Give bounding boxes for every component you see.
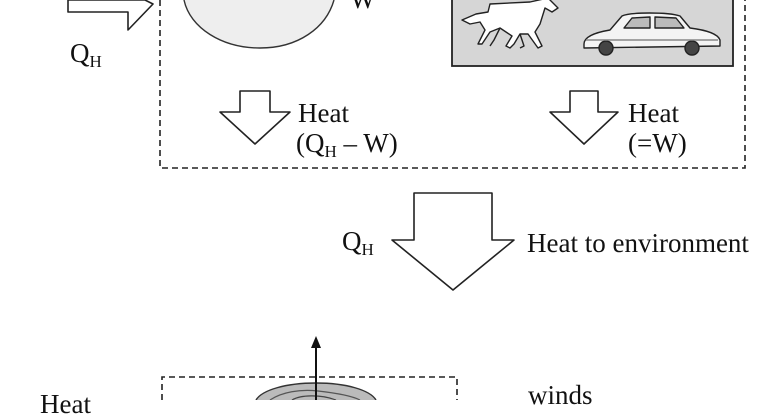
sphere-icon bbox=[183, 0, 335, 49]
heat-right-title: Heat bbox=[628, 98, 679, 128]
heat-bottom-label: Heat bbox=[40, 389, 91, 419]
horse-icon bbox=[461, 0, 559, 49]
qh-middle-label: QH bbox=[342, 226, 374, 259]
system-boundary-bottom bbox=[161, 376, 458, 400]
qh-input-label: QH bbox=[70, 38, 102, 71]
heat-to-environment-arrow bbox=[391, 192, 515, 291]
heat-right-expression: (=W) bbox=[628, 128, 687, 158]
winds-label: winds bbox=[528, 380, 593, 410]
vertical-axis-arrow bbox=[311, 336, 321, 400]
system-boundary-top bbox=[159, 0, 746, 169]
heat-input-arrow bbox=[67, 0, 154, 31]
diagram-canvas bbox=[67, 0, 746, 400]
heat-arrow-left bbox=[219, 90, 291, 145]
heat-left-expression: (QH – W) bbox=[296, 128, 398, 161]
heat-left-title: Heat bbox=[298, 98, 349, 128]
work-label: W bbox=[350, 0, 375, 13]
heat-to-environment-label: Heat to environment bbox=[527, 228, 749, 258]
car-icon bbox=[583, 12, 721, 56]
heat-arrow-right bbox=[549, 90, 619, 145]
